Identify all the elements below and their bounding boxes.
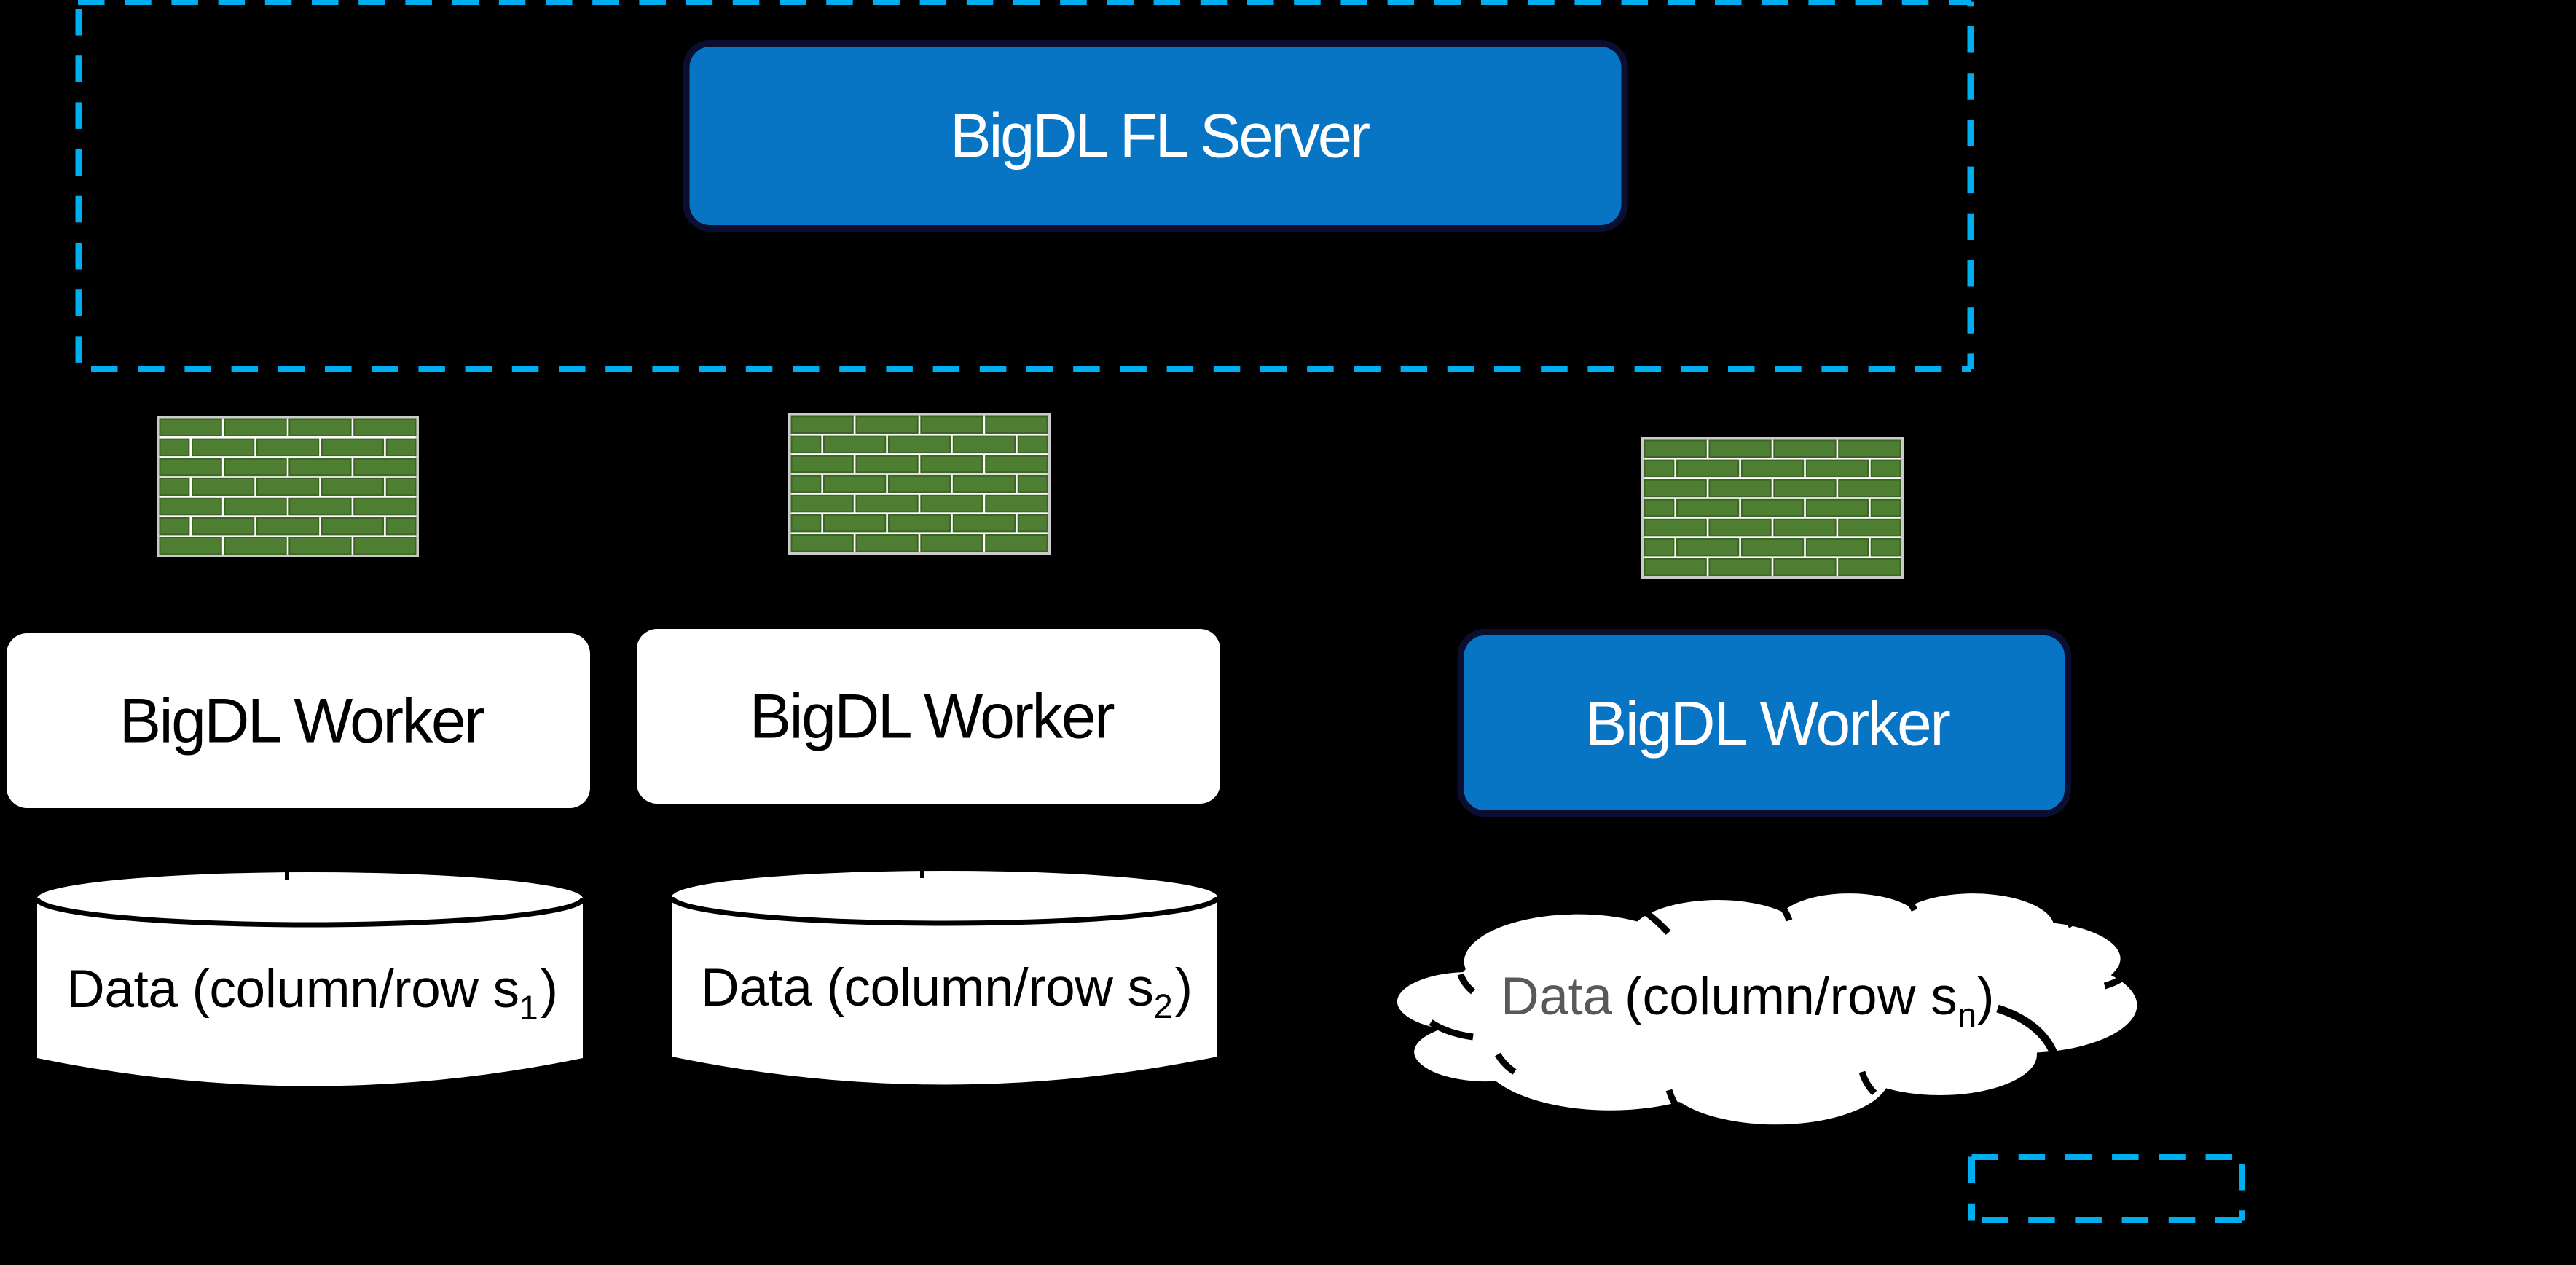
svg-text:): ) [541,960,558,1019]
svg-text:(column/row s: (column/row s [1625,967,1957,1026]
svg-text:BigDL Worker: BigDL Worker [1585,689,1950,759]
svg-text:Data (column/row s: Data (column/row s [701,958,1154,1017]
svg-text:BigDL FL Server: BigDL FL Server [950,102,1370,171]
svg-text:): ) [1175,958,1193,1017]
svg-text:Data: Data [1501,967,1612,1026]
svg-text:): ) [1976,967,1994,1026]
svg-text:Data (column/row s: Data (column/row s [66,960,519,1019]
svg-text:BigDL Worker: BigDL Worker [750,682,1115,752]
svg-text:BigDL Worker: BigDL Worker [119,686,484,756]
